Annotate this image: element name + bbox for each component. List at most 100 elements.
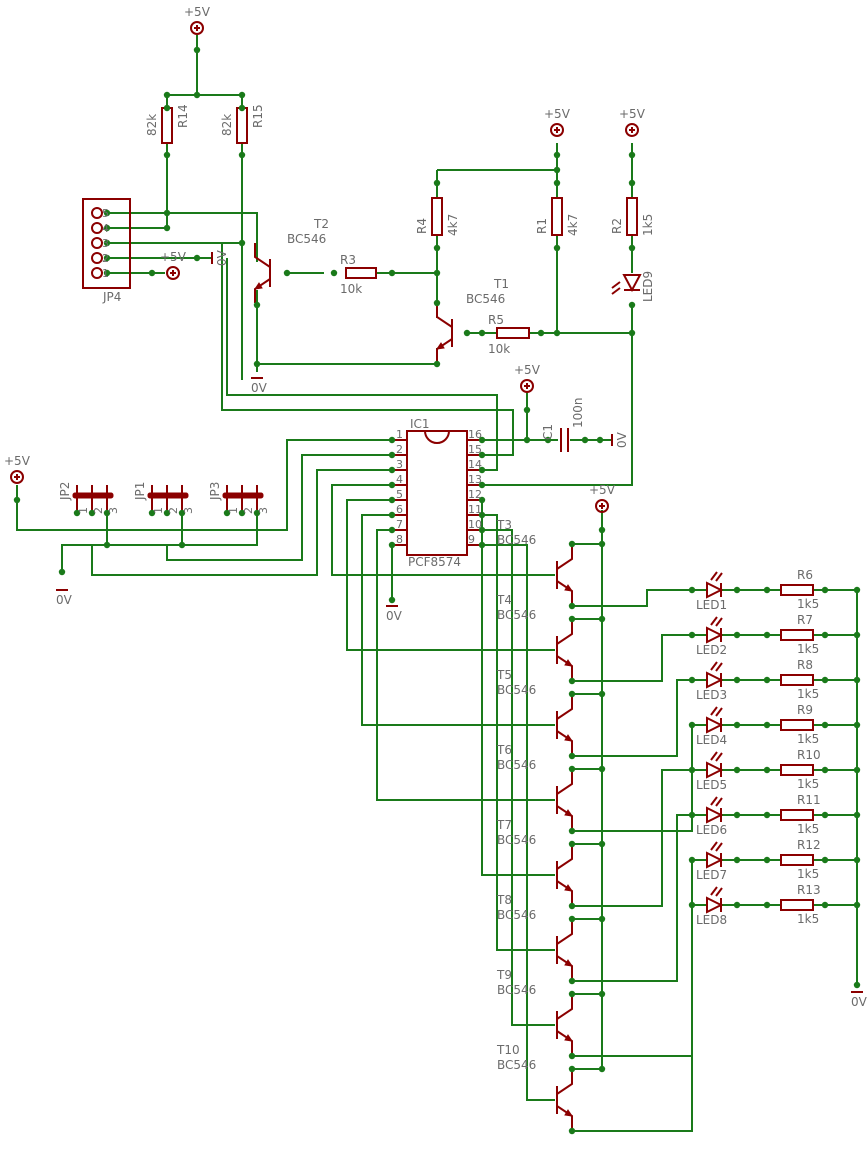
ic-left-pin-number: 8	[396, 533, 403, 546]
jumper-pin-number: 1	[77, 507, 90, 514]
capacitor-c1	[560, 428, 569, 452]
led-led1-body	[706, 581, 724, 599]
junction-dot	[553, 329, 561, 337]
ic-left-pin-number: 1	[396, 428, 403, 441]
t4-name: T4	[496, 593, 512, 607]
junction-dot	[193, 91, 201, 99]
r1-value: 4k7	[566, 214, 580, 236]
junction-dot	[148, 269, 156, 277]
transistor-t7-emitter	[556, 880, 573, 906]
led-led6-body	[706, 806, 724, 824]
wire	[572, 589, 706, 607]
junction-dot	[253, 301, 261, 309]
led8-label: LED8	[696, 913, 727, 927]
transistor-t8-emitter	[556, 955, 573, 981]
junction-dot	[73, 509, 81, 517]
transistor-t7-collector	[556, 844, 573, 870]
junction-dot	[568, 902, 576, 910]
junction-dot	[163, 91, 171, 99]
junction-dot	[821, 721, 829, 729]
t7-name: T7	[496, 818, 512, 832]
junction-dot	[733, 811, 741, 819]
supply-jp4-label: +5V	[160, 250, 187, 264]
led-led4-rays	[710, 706, 723, 717]
junction-dot	[598, 540, 606, 548]
r9-name: R9	[797, 703, 813, 717]
r14-value: 82k	[145, 114, 159, 136]
junction-dot	[688, 901, 696, 909]
transistor-t3-emitter	[556, 580, 573, 606]
r5-value: 10k	[488, 342, 510, 356]
r2-name: R2	[610, 218, 624, 234]
r9-value: 1k5	[797, 732, 819, 746]
junction-dot	[628, 244, 636, 252]
ic-left-pin-number: 3	[396, 458, 403, 471]
junction-dot	[853, 901, 861, 909]
r15-value: 82k	[220, 114, 234, 136]
r4-value: 4k7	[446, 214, 460, 236]
t4-type: BC546	[497, 608, 536, 622]
transistor-t1-emitter	[436, 338, 453, 363]
junction-dot	[763, 856, 771, 864]
r3-value: 10k	[340, 282, 362, 296]
r13-name: R13	[797, 883, 821, 897]
junction-dot	[821, 811, 829, 819]
junction-dot	[553, 166, 561, 174]
led9-body	[622, 274, 642, 293]
led-led3-rays	[710, 661, 723, 672]
junction-dot	[238, 509, 246, 517]
ic-right-pin-number: 15	[468, 443, 482, 456]
junction-dot	[544, 436, 552, 444]
jumper-pin-number: 3	[257, 507, 270, 514]
junction-dot	[193, 254, 201, 262]
transistor-t3-collector	[556, 544, 573, 570]
led9-rays	[611, 281, 621, 295]
supply-drivers-symbol	[595, 499, 609, 513]
led2-label: LED2	[696, 643, 727, 657]
ic-left-pin-number: 6	[396, 503, 403, 516]
transistor-t6-arrow	[564, 809, 574, 817]
junction-dot	[628, 301, 636, 309]
led-led7-rays	[710, 841, 723, 852]
junction-dot	[598, 765, 606, 773]
supply-jumpers-label: +5V	[4, 454, 31, 468]
junction-dot	[537, 329, 545, 337]
t2-type: BC546	[287, 232, 326, 246]
junction-dot	[598, 526, 606, 534]
supply-jp4-plus	[170, 270, 176, 276]
junction-dot	[478, 496, 486, 504]
junction-dot	[568, 602, 576, 610]
junction-dot	[88, 509, 96, 517]
junction-dot	[568, 915, 576, 923]
t5-type: BC546	[497, 683, 536, 697]
junction-dot	[103, 541, 111, 549]
junction-dot	[388, 269, 396, 277]
junction-dot	[733, 856, 741, 864]
led1-label: LED1	[696, 598, 727, 612]
ic-right-pin-number: 16	[468, 428, 482, 441]
junction-dot	[163, 224, 171, 232]
junction-dot	[763, 721, 771, 729]
led4-label: LED4	[696, 733, 727, 747]
junction-dot	[103, 509, 111, 517]
transistor-t2-arrow	[253, 282, 263, 290]
supply-top-plus	[194, 25, 200, 31]
junction-dot	[58, 568, 66, 576]
junction-dot	[238, 104, 246, 112]
junction-dot	[388, 481, 396, 489]
junction-dot	[223, 509, 231, 517]
junction-dot	[163, 209, 171, 217]
led7-label: LED7	[696, 868, 727, 882]
junction-dot	[763, 766, 771, 774]
resistor-r15	[236, 107, 248, 144]
junction-dot	[478, 511, 486, 519]
t2-name: T2	[313, 217, 329, 231]
junction-dot	[283, 269, 291, 277]
junction-dot	[853, 586, 861, 594]
transistor-t6-emitter	[556, 805, 573, 831]
resistor-r14	[161, 107, 173, 144]
junction-dot	[388, 541, 396, 549]
transistor-t5-collector	[556, 694, 573, 720]
junction-dot	[178, 541, 186, 549]
